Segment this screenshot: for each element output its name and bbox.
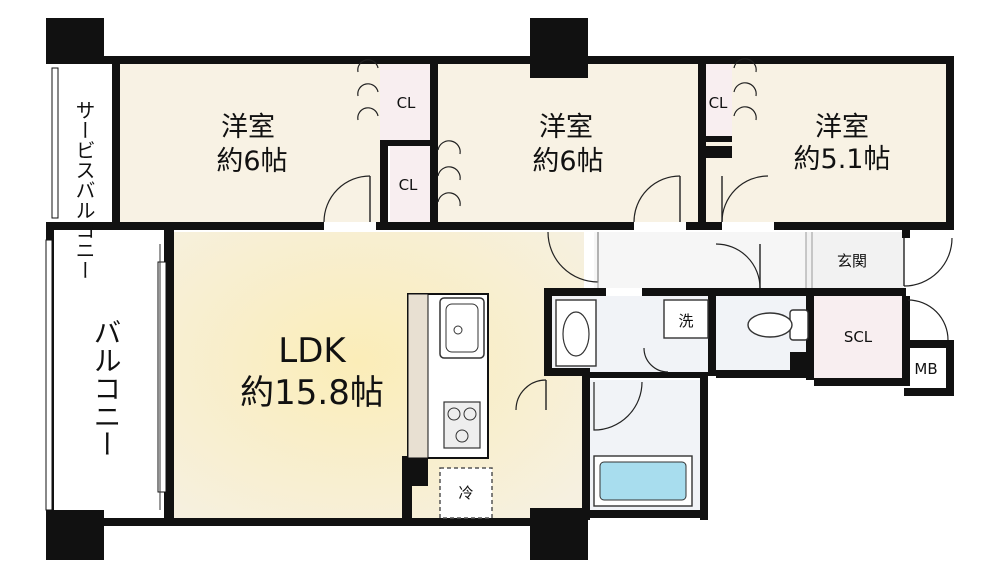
wash-basin-bowl bbox=[562, 311, 590, 357]
room-name-western-2: 洋室 bbox=[539, 112, 593, 143]
cooktop bbox=[443, 401, 481, 449]
room-size-ldk: 約15.8帖 bbox=[240, 373, 384, 413]
closet-label-2: CL bbox=[399, 176, 418, 194]
service-balcony-floor bbox=[52, 64, 118, 222]
window-ldk bbox=[157, 261, 167, 493]
entrance-floor bbox=[806, 232, 904, 288]
scl-label: SCL bbox=[844, 328, 873, 346]
balcony-label: バルコニー bbox=[90, 318, 123, 458]
windows bbox=[45, 67, 167, 511]
room-name-western-3: 洋室 bbox=[815, 112, 869, 143]
burner bbox=[463, 407, 477, 421]
room-size-western-2: 約6帖 bbox=[532, 146, 603, 177]
sink-drain bbox=[453, 325, 463, 335]
balcony-floor bbox=[52, 238, 160, 520]
closet-label-1: CL bbox=[397, 94, 416, 112]
western-room-1-floor bbox=[118, 64, 380, 222]
burner bbox=[447, 407, 461, 421]
washer-label: 洗 bbox=[678, 312, 693, 330]
ldk-floor bbox=[172, 232, 584, 520]
window-service-balcony bbox=[51, 67, 59, 219]
window-balcony-left bbox=[45, 239, 53, 511]
room-size-western-1: 約6帖 bbox=[216, 146, 287, 177]
fridge-label: 冷 bbox=[458, 484, 473, 502]
closet-label-3: CL bbox=[709, 94, 728, 112]
scl-floor bbox=[814, 296, 904, 380]
closet-3-floor bbox=[706, 64, 732, 136]
room-name-ldk: LDK bbox=[278, 331, 347, 371]
room-size-western-3: 約5.1帖 bbox=[794, 144, 891, 175]
room-floors bbox=[52, 64, 948, 520]
burner bbox=[455, 429, 469, 443]
fridge-space bbox=[439, 467, 493, 519]
closet-1-floor bbox=[380, 64, 432, 140]
fixtures bbox=[159, 232, 813, 519]
labels: 洋室 約6帖 洋室 約6帖 洋室 約5.1帖 LDK 約15.8帖 CL CL … bbox=[72, 94, 938, 502]
closet-2-floor bbox=[390, 146, 432, 222]
western-room-2-floor bbox=[436, 64, 698, 222]
toilet-bowl bbox=[747, 312, 793, 338]
entrance-label: 玄関 bbox=[837, 252, 867, 270]
washer-space bbox=[663, 299, 709, 339]
kitchen-counter-side bbox=[407, 293, 429, 459]
mb-label: MB bbox=[914, 360, 937, 378]
service-balcony-label: サービスバルコニー bbox=[72, 100, 96, 280]
room-name-western-1: 洋室 bbox=[221, 112, 275, 143]
kitchen-sink-basin bbox=[445, 303, 479, 353]
mb-floor bbox=[908, 346, 948, 390]
western-room-3-floor bbox=[706, 64, 946, 222]
doors bbox=[323, 58, 953, 431]
bathtub-basin bbox=[599, 461, 687, 501]
